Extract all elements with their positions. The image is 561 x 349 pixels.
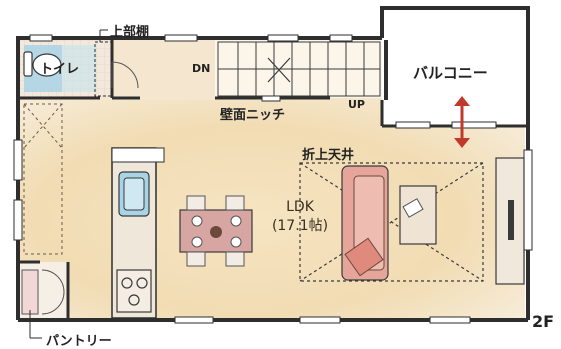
stairs-icon: [217, 41, 381, 97]
raised-ceiling-outline: [299, 162, 484, 282]
label-wall-niche: 壁面ニッチ: [220, 108, 286, 123]
toilet-wash-area: [62, 45, 96, 92]
ldk-floor: [20, 98, 525, 320]
pantry-door: [41, 269, 65, 315]
stove-icon: [116, 269, 152, 313]
wall-niche-mark: [261, 95, 281, 102]
corridor-floor: [112, 40, 220, 100]
coffee-table: [399, 185, 437, 245]
dining-table-icon: [179, 195, 253, 267]
label-pantry: パントリー: [46, 334, 112, 349]
tv-icon: [495, 157, 525, 285]
label-up: UP: [348, 98, 365, 111]
sink-icon: [118, 171, 150, 217]
storage-outline: [23, 103, 63, 255]
windows: [13, 34, 533, 324]
label-upper-shelf: 上部棚: [110, 25, 150, 40]
label-ldk-name: LDK: [286, 199, 314, 215]
double-arrow-icon: [454, 96, 470, 148]
toilet-door: [111, 61, 139, 89]
label-ldk: LDK (17.1帖): [262, 198, 338, 236]
balcony-floor: [382, 8, 527, 126]
label-ldk-size: (17.1帖): [271, 218, 329, 234]
sofa-icon: [341, 165, 389, 281]
pantry-mark: [21, 269, 39, 315]
label-dn: DN: [192, 62, 211, 75]
label-floor: 2F: [532, 312, 555, 331]
label-balcony: バルコニー: [413, 64, 488, 82]
label-toilet: トイレ: [40, 62, 80, 77]
toilet-icon: [23, 51, 62, 77]
label-raised-ceiling: 折上天井: [302, 148, 355, 163]
upper-shelf-outline: [94, 41, 112, 97]
